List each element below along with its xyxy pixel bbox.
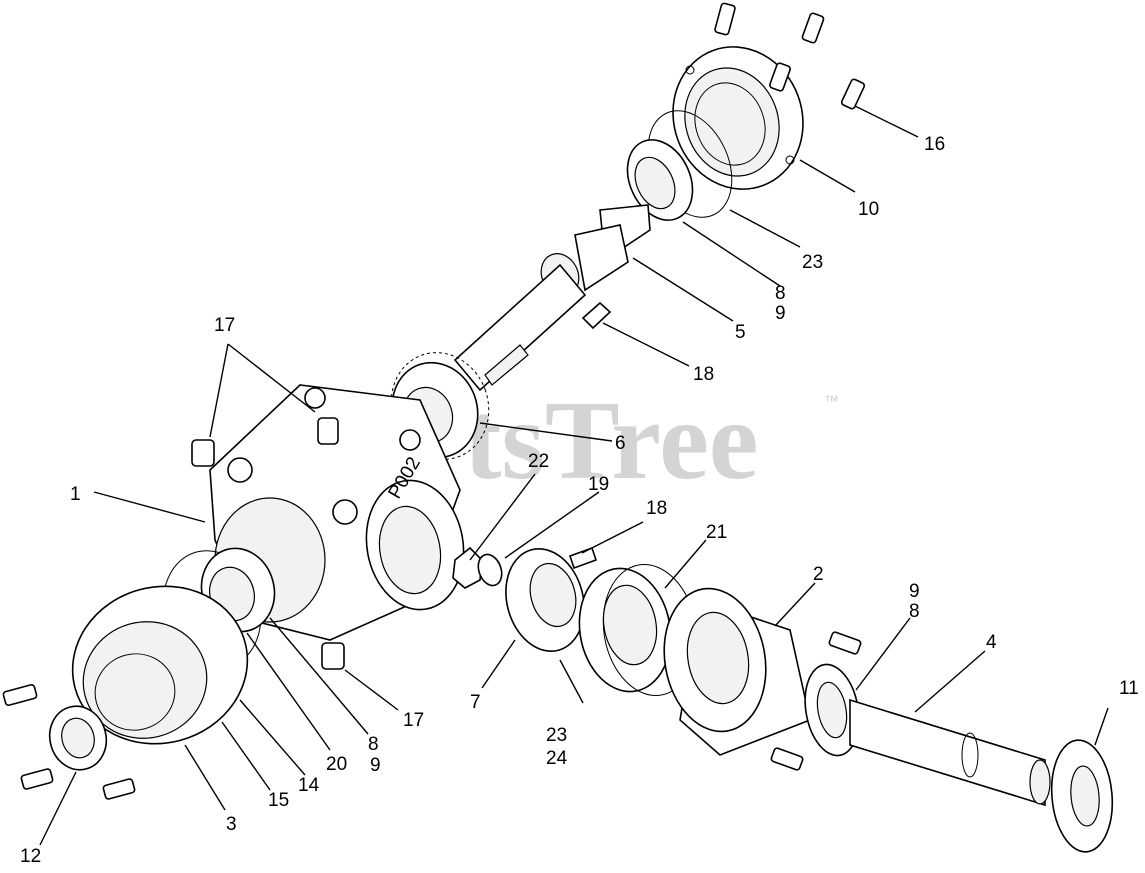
dowel-pin-bottom — [321, 642, 345, 670]
washer — [477, 553, 503, 587]
callout-23-upper: 23 — [802, 252, 823, 273]
callout-10: 10 — [858, 199, 879, 220]
lower-flange-left — [71, 585, 249, 745]
bearing-upper — [626, 139, 694, 221]
callout-24: 24 — [546, 748, 568, 769]
callout-16: 16 — [924, 134, 945, 155]
callout-2: 2 — [813, 564, 824, 585]
flange-bolts-upper — [714, 2, 866, 110]
bevel-gear-lower — [505, 548, 585, 652]
callout-11: 11 — [1119, 678, 1139, 699]
leader-lines — [39, 105, 1109, 846]
bearing-cup-right — [578, 567, 672, 693]
callout-8-left: 8 — [368, 734, 379, 755]
callout-8-upper: 8 — [775, 283, 786, 304]
flange-bolts-left — [2, 683, 136, 800]
callout-19: 19 — [588, 474, 609, 495]
callout-6: 6 — [615, 433, 626, 454]
dowel-pin-left — [191, 439, 215, 467]
callout-9-right: 9 — [909, 581, 920, 602]
watermark-trademark: ™ — [824, 393, 839, 410]
callout-20: 20 — [326, 754, 347, 775]
callout-12: 12 — [20, 846, 41, 867]
callout-18-lower: 18 — [646, 498, 667, 519]
callout-5: 5 — [735, 322, 746, 343]
callout-21: 21 — [706, 522, 727, 543]
output-shaft — [849, 698, 1051, 807]
callout-1: 1 — [70, 484, 81, 505]
carrier-bolt-top — [828, 631, 862, 655]
nut — [452, 546, 483, 589]
callout-labels: 1 2 3 4 5 6 7 8 9 8 9 9 8 10 11 12 14 15… — [20, 134, 1139, 867]
input-shaft — [453, 204, 651, 392]
callout-22: 22 — [528, 451, 549, 472]
oil-seal-right — [1050, 739, 1114, 853]
callout-9-upper: 9 — [775, 303, 786, 324]
key-upper — [581, 301, 612, 330]
callout-17-top: 17 — [214, 315, 235, 336]
oil-seal-left — [48, 705, 108, 771]
callout-3: 3 — [226, 814, 237, 835]
bearing-carrier — [663, 587, 811, 756]
callout-15: 15 — [268, 790, 289, 811]
key-lower — [568, 546, 598, 570]
callout-18-upper: 18 — [693, 364, 714, 385]
carrier-bolt-bottom — [770, 747, 804, 771]
callout-8-right: 8 — [909, 601, 920, 622]
callout-7: 7 — [470, 692, 481, 713]
callout-4: 4 — [986, 632, 997, 653]
callout-9-left: 9 — [370, 755, 381, 776]
callout-23-lower: 23 — [546, 725, 567, 746]
callout-14: 14 — [298, 775, 320, 796]
callout-17-bottom: 17 — [403, 710, 424, 731]
bearing-right — [804, 663, 860, 757]
